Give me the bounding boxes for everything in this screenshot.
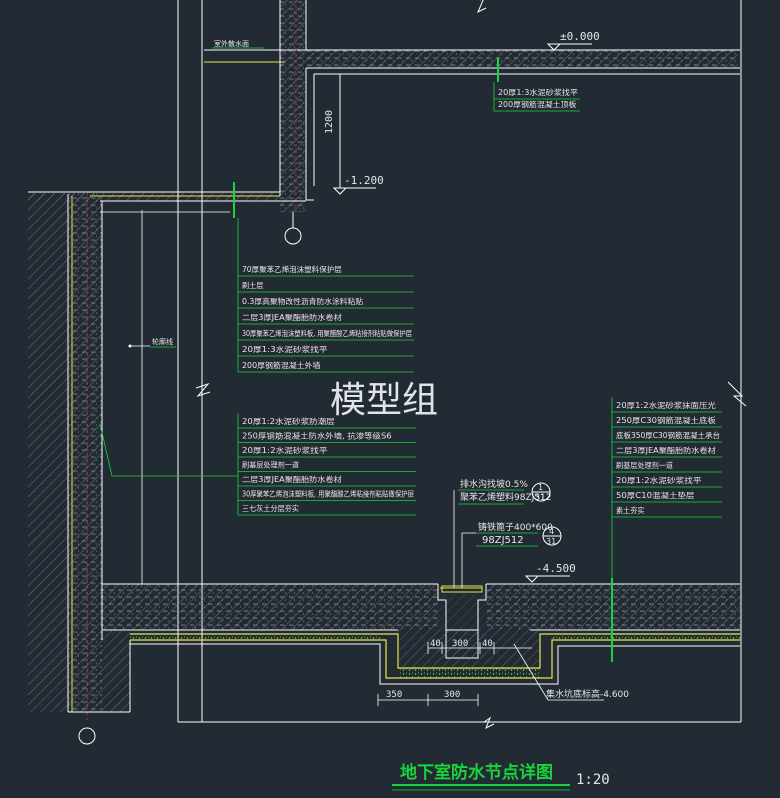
callout-2-bottom: 31: [546, 537, 556, 546]
note-wall-upper-0: 70厚聚苯乙烯泡沫塑料保护层: [242, 264, 342, 274]
note-wall-upper-3: 二层3厚JEA聚酯胎防水卷材: [242, 312, 342, 322]
note-floor-right-2: 底板350厚C30钢筋混凝土承台: [616, 430, 720, 440]
callout-1-bottom: 31: [535, 493, 545, 502]
dim-300b: 300: [444, 690, 460, 700]
note-outdoor: 室外散水面: [214, 39, 249, 48]
leader-wall-lower: [99, 423, 238, 477]
left-wall: [28, 192, 230, 745]
note-floor-right-7: 素土夯实: [616, 505, 645, 515]
note-floor-right-6: 50厚C10混凝土垫层: [616, 490, 695, 500]
grate-ref: 98ZJ512: [482, 535, 524, 546]
drawing-title: 地下室防水节点详图: [400, 762, 553, 783]
green-markers: [233, 58, 613, 662]
level-middle: -1.200: [344, 174, 384, 187]
callout-1-top: 1: [538, 483, 543, 492]
note-wall-upper-2: 0.3厚高聚物改性沥青防水涂料粘贴: [242, 296, 364, 306]
floor-slab: [68, 583, 740, 713]
note-wall-lower-1: 250厚钢筋混凝土防水外墙, 抗渗等级S6: [242, 431, 392, 441]
watermark: 模型组: [330, 380, 438, 421]
level-ground: ±0.000: [560, 30, 600, 43]
level-floor: -4.500: [536, 562, 576, 575]
note-wall-lower-4: 二层3厚JEA聚酯胎防水卷材: [242, 474, 342, 484]
floor-slope-ref: 聚苯乙烯塑料98ZJ512: [460, 491, 551, 503]
note-floor-right-0: 20厚1:2水泥砂浆抹面压光: [616, 400, 716, 410]
note-wall-lower-5: 30厚聚苯乙烯泡沫塑料板, 用聚醋酸乙烯粘接剂粘贴做保护层: [242, 489, 414, 499]
dim-350: 350: [386, 690, 402, 700]
drawing-scale: 1:20: [576, 772, 610, 788]
level-marks: [332, 43, 592, 583]
grate-label: 铸铁篦子400*600: [478, 521, 553, 533]
note-floor-right-3: 二层3厚JEA聚酯胎防水卷材: [616, 445, 716, 455]
dimension-chains: [377, 642, 532, 706]
pit-details: 排水沟找坡0.5% 聚苯乙烯塑料98ZJ512 1 31 铸铁篦子400*600…: [453, 478, 629, 701]
dim-40a: 40: [430, 639, 441, 649]
note-wall-lower-6: 三七灰土分层夯实: [242, 503, 299, 513]
dim-300a: 300: [452, 639, 468, 649]
note-wall-upper-4: 30厚聚苯乙烯泡沫塑料板, 用聚醋酸乙烯粘接剂粘贴做保护层: [242, 328, 412, 338]
note-wall-lower-0: 20厚1:2水泥砂浆防潮层: [242, 416, 335, 426]
dim-1200: 1200: [324, 110, 335, 134]
note-side: 轮廓线: [152, 337, 173, 346]
note-floor-right-1: 250厚C30钢筋混凝土底板: [616, 415, 716, 425]
floor-slope-label: 排水沟找坡0.5%: [460, 478, 528, 490]
callout-2-top: 4: [549, 527, 554, 536]
note-groups: 20厚1:3水泥砂浆找平 200厚钢筋混凝土顶板 70厚聚苯乙烯泡沫塑料保护层刷土层…: [99, 82, 722, 578]
upper-wall: [279, 0, 307, 245]
dim-40b: 40: [482, 639, 493, 649]
note-wall-upper-6: 200厚钢筋混凝土外墙: [242, 360, 321, 370]
note-floor-right-4: 刷基层处理剂一道: [616, 460, 673, 470]
note-wall-upper-1: 刷土层: [242, 280, 264, 290]
pit-bottom-label: 集水坑底标高-4.600: [546, 688, 629, 700]
note-wall-lower-2: 20厚1:2水泥砂浆找平: [242, 445, 328, 455]
note-top-right-1: 200厚钢筋混凝土顶板: [498, 99, 577, 109]
note-floor-right-5: 20厚1:2水泥砂浆找平: [616, 475, 702, 485]
note-wall-upper-5: 20厚1:3水泥砂浆找平: [242, 344, 328, 354]
note-top-right-0: 20厚1:3水泥砂浆找平: [498, 87, 579, 97]
note-wall-lower-3: 刷基层处理剂一道: [242, 460, 299, 470]
